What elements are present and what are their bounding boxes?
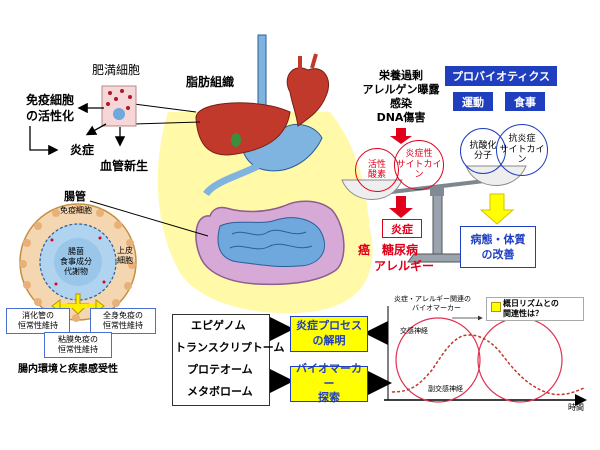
- omics-item-proteome: プロテオーム: [187, 363, 253, 376]
- active-oxygen-circle: 活性酸素: [355, 148, 399, 192]
- heart: [286, 67, 330, 127]
- circadian-question-line2: 関連性は？: [503, 309, 543, 318]
- inflammation-box: 炎症: [382, 219, 422, 238]
- rhythm-biomarker-label-line1: 炎症・アレルギー関連の: [394, 295, 471, 303]
- omics-item-metabolome: メタボローム: [187, 385, 253, 398]
- biomarker-search-box: バイオマーカー 探索: [290, 362, 368, 404]
- biomarker-search-line2: 探索: [318, 391, 340, 405]
- antioxidant-line1: 抗酸化: [469, 140, 497, 151]
- antioxidant-line2: 分子: [473, 151, 492, 161]
- intestine-title: 腸管: [64, 190, 86, 203]
- diet-box: 食事: [505, 92, 545, 111]
- improvement-line2: の改善: [481, 248, 515, 261]
- bacteria-line1: 腸菌: [68, 247, 84, 256]
- omics-item-epigenome: エピゲノム: [191, 319, 246, 332]
- bacteria-line3: 代謝物: [64, 267, 88, 276]
- adipocyte-nucleus: [113, 108, 125, 120]
- circadian-question-box: 概日リズムとの 関連性は？: [486, 297, 584, 321]
- inflammatory-cytokine-line1: 炎症性: [405, 149, 433, 160]
- inflammation-label: 炎症: [70, 143, 95, 157]
- immune-activation-line1: 免疫細胞: [26, 93, 75, 107]
- bacteria-line2: 食事成分: [60, 257, 92, 266]
- inflammatory-cytokine-circle: 炎症性サイトカイン: [394, 140, 444, 190]
- adipocyte-label: 肥満細胞: [92, 63, 141, 77]
- exercise-box: 運動: [453, 92, 493, 111]
- rhythm-biomarker-label-line2: バイオマーカー: [412, 304, 461, 312]
- anti-inflammatory-line1: 抗炎症: [508, 134, 536, 145]
- biomarker-search-line1: バイオマーカー: [296, 361, 362, 390]
- homeostasis-mucosal-line1: 粘膜免疫の: [58, 335, 98, 345]
- disease-line1: 癌 糖尿病: [358, 243, 419, 257]
- inflammation-process-line1: 炎症プロセス: [296, 319, 362, 333]
- duodenum: [203, 162, 260, 197]
- circadian-question-line1: 概日リズムとの: [503, 299, 559, 308]
- gut-environment-label: 腸内環境と疾患感受性: [18, 364, 118, 375]
- inflammation-process-box: 炎症プロセス の解明: [290, 316, 368, 352]
- homeostasis-digestive-box: 消化管の 恒常性維持: [6, 308, 70, 334]
- homeostasis-systemic-line1: 全身免疫の: [103, 311, 143, 321]
- inflammatory-cytokine-line2: サイトカイン: [396, 159, 442, 181]
- homeostasis-mucosal-line2: 恒常性維持: [58, 345, 98, 354]
- anti-inflammatory-line2: サイトカイン: [499, 144, 545, 166]
- small-intestine: [217, 217, 325, 267]
- improvement-line1: 病態・体質: [470, 232, 526, 246]
- risk-line4: DNA傷害: [376, 111, 426, 124]
- homeostasis-digestive-line1: 消化管の: [22, 311, 54, 321]
- rhythm-circle-left: [395, 317, 481, 403]
- immune-activation-line2: の活性化: [26, 109, 75, 123]
- probiotics-box: プロバイオティクス: [445, 66, 557, 86]
- improvement-box: 病態・体質 の改善: [460, 226, 536, 268]
- omics-list-box: エピゲノム トランスクリプトーム プロテオーム メタボローム: [172, 314, 284, 406]
- liver: [195, 102, 291, 156]
- rhythm-circle-right: [477, 317, 563, 403]
- risk-line1: 栄養過剰: [379, 69, 423, 82]
- yellow-marker-icon: [491, 302, 501, 312]
- active-oxygen-line1: 活性: [367, 159, 386, 170]
- angiogenesis-label: 血管新生: [100, 159, 149, 173]
- anti-inflammatory-circle: 抗炎症サイトカイン: [496, 124, 548, 176]
- inflammation-process-line2: の解明: [312, 334, 346, 347]
- biomarker-curve: [391, 334, 585, 396]
- epithelial-cell-line2: 細胞: [117, 256, 133, 265]
- time-axis-label: 時間: [568, 403, 584, 412]
- homeostasis-systemic-line2: 恒常性維持: [103, 321, 143, 330]
- risk-line3: 感染: [390, 97, 412, 110]
- adipose-tissue-label: 脂肪組織: [186, 75, 235, 89]
- risk-line2: アレルゲン曝露: [362, 83, 440, 96]
- homeostasis-systemic-box: 全身免疫の 恒常性維持: [90, 308, 156, 334]
- omics-item-transcriptome: トランスクリプトーム: [175, 341, 285, 354]
- parasympathetic-label: 副交感神経: [428, 385, 463, 393]
- epithelium-label: 免疫細胞: [60, 206, 92, 215]
- epithelial-cell-line1: 上皮: [117, 246, 133, 255]
- disease-line2: アレルギー: [374, 259, 435, 273]
- sympathetic-label: 交感神経: [400, 327, 428, 335]
- active-oxygen-line2: 酸素: [367, 170, 386, 180]
- homeostasis-digestive-line2: 恒常性維持: [18, 321, 58, 330]
- scale-pole: [432, 189, 443, 255]
- homeostasis-mucosal-box: 粘膜免疫の 恒常性維持: [44, 332, 112, 358]
